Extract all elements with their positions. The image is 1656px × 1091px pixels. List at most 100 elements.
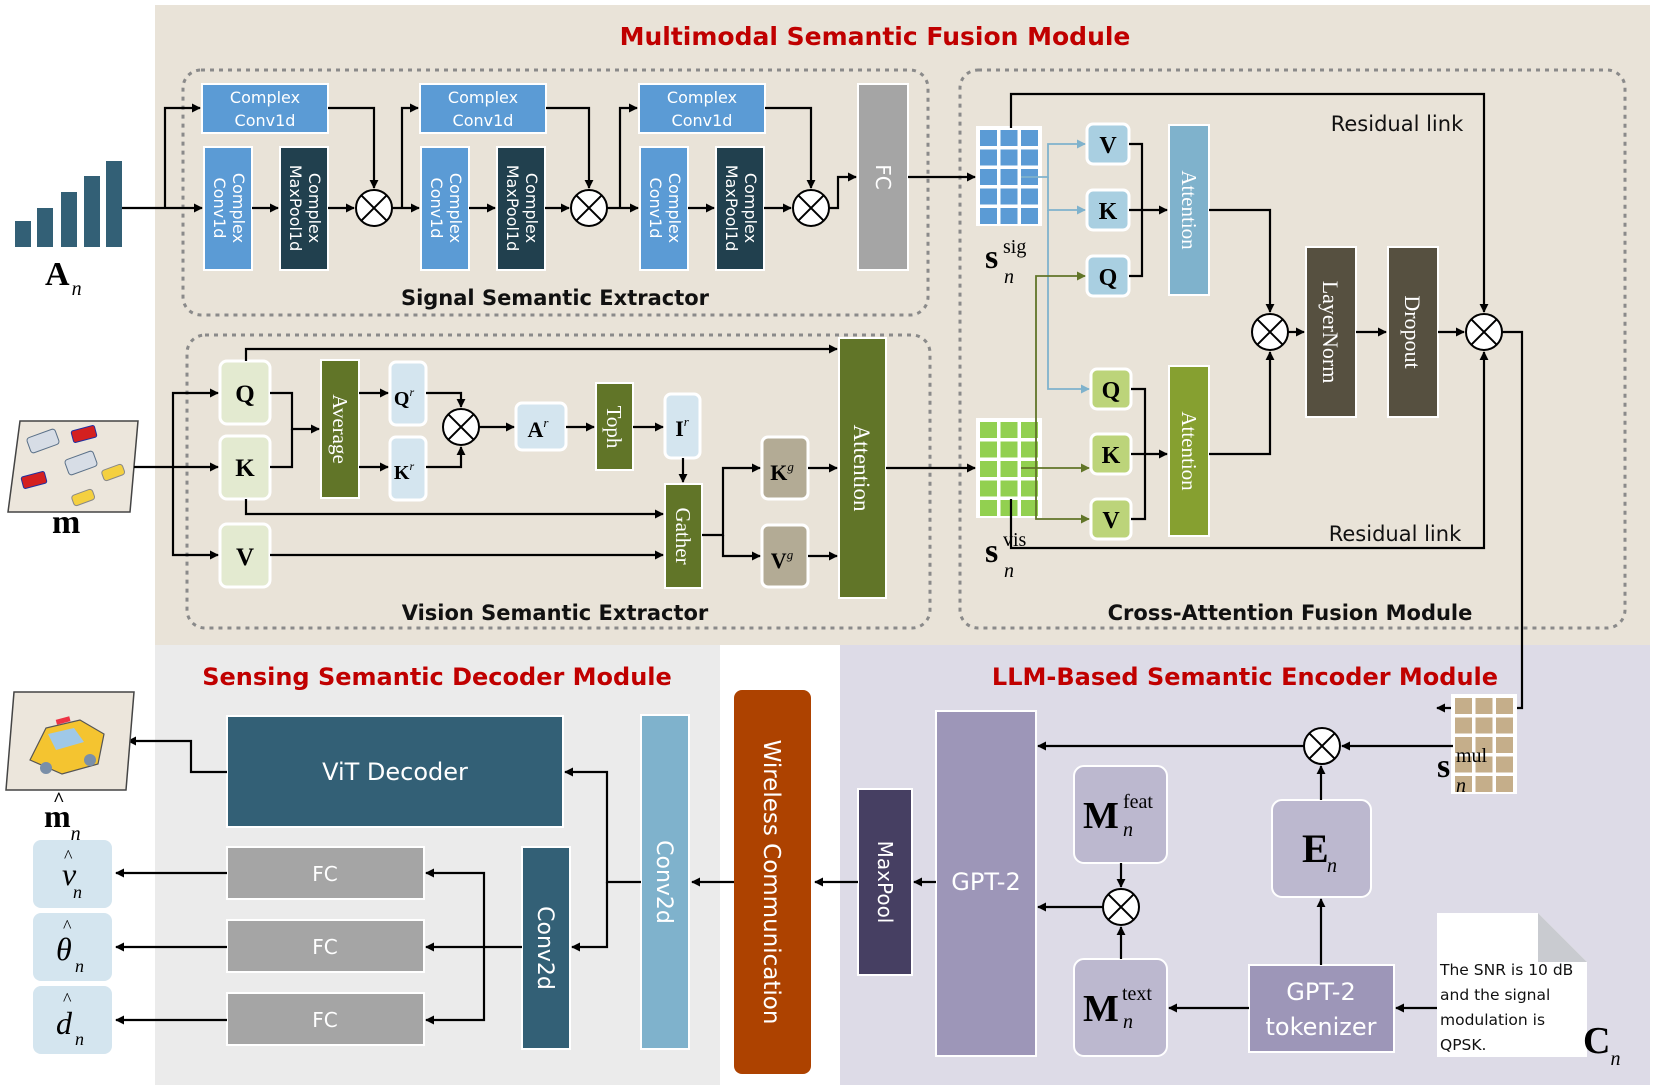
gather-block: Gather (664, 483, 703, 589)
s-sig-superscript: sig (1003, 236, 1026, 258)
s-vis-subscript: n (1004, 560, 1014, 582)
multiply-icon (1102, 888, 1140, 926)
multiply-icon (442, 408, 480, 446)
residual-link-top-label: Residual link (1331, 112, 1464, 136)
grid-cell (1021, 130, 1038, 146)
m-feat-box: M feat n (1073, 765, 1168, 864)
svg-text:Complex: Complex (305, 173, 324, 243)
multiply-icon (1303, 727, 1341, 765)
residual-link-bottom-label: Residual link (1329, 522, 1462, 546)
prompt-document: The SNR is 10 dB and the signal modulati… (1437, 913, 1587, 1057)
grid-cell (1021, 480, 1038, 497)
grid-cell (980, 480, 997, 497)
car-red-icon (70, 425, 98, 443)
svg-text:Conv1d: Conv1d (646, 178, 665, 239)
svg-text:ViT Decoder: ViT Decoder (322, 758, 468, 786)
grid-cell (1000, 188, 1018, 205)
svg-text:n: n (1123, 819, 1133, 841)
svg-text:Conv1d: Conv1d (427, 178, 446, 239)
e-n-box: E n (1271, 799, 1372, 898)
svg-text:MaxPool1d: MaxPool1d (722, 165, 741, 252)
complex-conv1d-top-3: Complex Conv1d (638, 83, 766, 134)
svg-text:n: n (1327, 855, 1337, 877)
vis-branch-arrows (1021, 271, 1090, 524)
signal-arrows (122, 103, 976, 213)
svg-text:M: M (1083, 988, 1119, 1030)
svg-text:K: K (1099, 199, 1118, 225)
svg-text:GPT-2: GPT-2 (951, 868, 1020, 896)
ca-attention-bottom: Attention (1168, 365, 1210, 537)
grid-cell (1000, 461, 1018, 477)
average-block: Average (320, 359, 360, 499)
toph-block: Toph (595, 382, 634, 471)
svg-text:n: n (75, 956, 84, 976)
grid-cell (1000, 208, 1018, 224)
svg-text:Conv1d: Conv1d (210, 178, 229, 239)
svg-text:n: n (1123, 1011, 1133, 1033)
grid-cell (1455, 756, 1472, 773)
sig-branch-arrows (1021, 139, 1090, 394)
svg-text:Ar: Ar (528, 415, 550, 442)
svg-text:^: ^ (63, 916, 72, 936)
svg-text:feat: feat (1123, 791, 1153, 813)
hat-accent: ^ (53, 789, 65, 811)
conv2d-inner-block: Conv2d (521, 846, 571, 1050)
grid-cell (1496, 776, 1513, 792)
grid-cell (1000, 149, 1018, 166)
svg-text:GPT-2: GPT-2 (1286, 978, 1355, 1006)
grid-cell (1021, 208, 1038, 224)
ca-q-box-bottom: Q (1089, 367, 1133, 411)
svg-text:Toph: Toph (602, 406, 626, 449)
svg-text:text: text (1122, 983, 1152, 1005)
svg-text:Complex: Complex (522, 173, 541, 243)
grid-cell (1496, 756, 1513, 773)
grid-cell (980, 149, 997, 166)
encoder-module-title: LLM-Based Semantic Encoder Module (992, 663, 1498, 691)
multiply-icon (792, 189, 830, 227)
a-r-box: Ar (514, 401, 568, 452)
grid-cell (1475, 737, 1493, 753)
prompt-symbol: Cn (1583, 1020, 1620, 1070)
ca-q-box-top: Q (1085, 254, 1131, 298)
grid-cell (980, 422, 997, 438)
svg-text:Ir: Ir (675, 414, 690, 441)
decoder-module-title: Sensing Semantic Decoder Module (202, 663, 672, 691)
grid-cell (1000, 169, 1018, 185)
svg-text:Wireless Communication: Wireless Communication (758, 740, 784, 1025)
angle-output-box: θ ^ n (33, 913, 112, 981)
svg-text:V: V (1099, 133, 1117, 159)
svg-text:FC: FC (312, 862, 337, 886)
complex-conv1d-top-2: Complex Conv1d (419, 83, 547, 134)
svg-text:Complex: Complex (667, 88, 737, 107)
svg-text:FC: FC (312, 1008, 337, 1032)
svg-text:Attention: Attention (1177, 411, 1201, 491)
svg-text:n: n (75, 1029, 84, 1049)
grid-cell (1455, 717, 1472, 734)
svg-text:θ: θ (56, 931, 72, 967)
s-vis-superscript: vis (1003, 529, 1027, 551)
ca-k-box-top: K (1085, 188, 1131, 232)
svg-text:^: ^ (63, 989, 72, 1009)
s-sig-label: s (985, 239, 998, 276)
svg-text:FC: FC (312, 935, 337, 959)
conv2d-outer-block: Conv2d (640, 714, 690, 1050)
grid-cell (980, 500, 997, 516)
svg-text:M: M (1083, 795, 1119, 837)
svg-text:E: E (1302, 826, 1329, 871)
svg-text:Conv1d: Conv1d (453, 111, 514, 130)
k-box: K (218, 434, 272, 501)
svg-text:n: n (73, 882, 82, 902)
grid-cell (980, 169, 997, 185)
grid-cell (1455, 737, 1472, 753)
input-image-label: m (52, 504, 80, 541)
vit-decoder-block: ViT Decoder (226, 715, 564, 828)
signal-bars-icon (15, 161, 122, 247)
multiply-icon (570, 189, 608, 227)
distance-output-box: d ^ n (33, 986, 112, 1054)
grid-cell (1475, 776, 1493, 792)
svg-text:v: v (62, 856, 77, 892)
